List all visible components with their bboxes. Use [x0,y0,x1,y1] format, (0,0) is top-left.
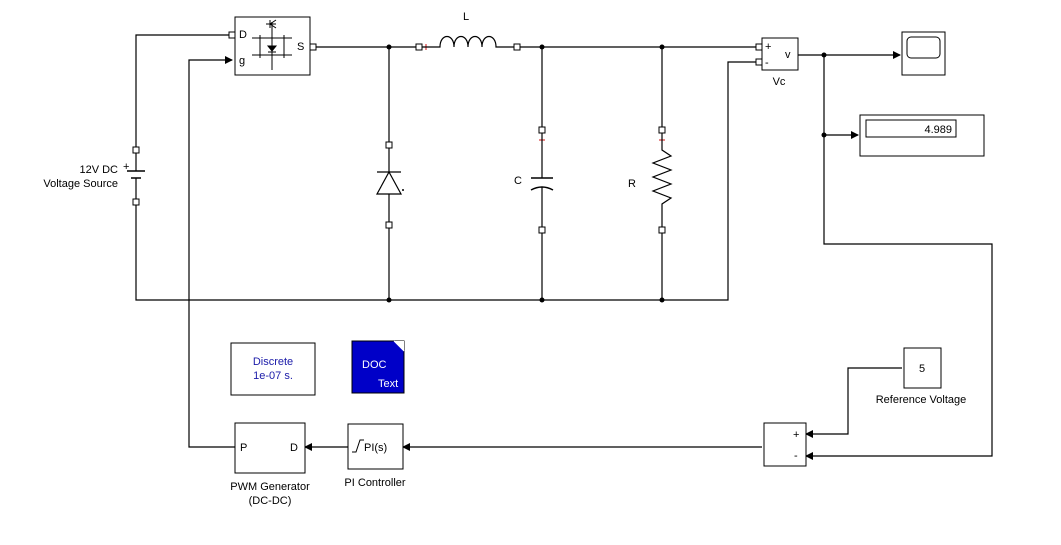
pwm-generator-block[interactable]: P D PWM Generator (DC-DC) [230,422,310,507]
powergui-line2: 1e-07 s. [253,370,293,382]
pi-saturation-icon [352,439,364,453]
power-wires [135,34,757,301]
pwm-port-d: D [290,442,298,454]
display-value: 4.989 [924,124,952,136]
sum-block[interactable]: + - [763,422,807,467]
powergui-line1: Discrete [253,356,293,368]
reference-value: 5 [919,363,925,375]
capacitor-label: C [514,175,522,187]
source-label-line1: 12V DC [79,164,118,176]
mosfet-port-d: D [239,29,247,41]
inductor[interactable]: L [415,11,521,51]
sum-minus: - [794,450,798,462]
dc-voltage-source[interactable]: + 12V DC Voltage Source [43,146,145,206]
voltage-measurement-block[interactable]: + - v Vc [755,37,799,88]
scope-block[interactable] [901,31,946,76]
resistor-label: R [628,178,636,190]
diode[interactable] [375,141,404,229]
resistor[interactable]: R [628,126,673,234]
voltmeter-out: v [785,49,791,61]
mosfet-port-g: g [239,55,245,67]
capacitor[interactable]: C [514,126,554,234]
voltmeter-minus: - [765,57,769,69]
reference-label: Reference Voltage [876,394,967,406]
voltmeter-label: Vc [773,76,786,88]
pwm-label-line1: PWM Generator [230,481,310,493]
signal-wires [188,51,993,460]
pi-controller-block[interactable]: PI(s) PI Controller [344,423,406,489]
powergui-block[interactable]: Discrete 1e-07 s. [230,342,316,396]
inductor-label: L [463,11,469,23]
pi-label: PI Controller [344,477,405,489]
doc-text-block[interactable]: DOC Text [351,340,405,394]
mosfet-block[interactable]: D g S [228,16,317,76]
pwm-port-p: P [240,442,247,454]
mosfet-port-s: S [297,41,304,53]
mosfet-symbol-icon [252,19,292,70]
scope-screen-icon [906,36,941,59]
voltmeter-plus: + [765,41,771,53]
doc-line1: DOC [362,359,387,371]
sum-plus: + [793,429,799,441]
reference-voltage-block[interactable]: 5 Reference Voltage [876,347,967,406]
doc-line2: Text [378,378,398,390]
source-label-line2: Voltage Source [43,178,118,190]
pwm-label-line2: (DC-DC) [249,495,292,507]
source-plus-sign: + [123,161,129,173]
pi-block-text: PI(s) [364,442,387,454]
display-block[interactable]: 4.989 [859,114,985,157]
junction-dots [386,44,827,303]
